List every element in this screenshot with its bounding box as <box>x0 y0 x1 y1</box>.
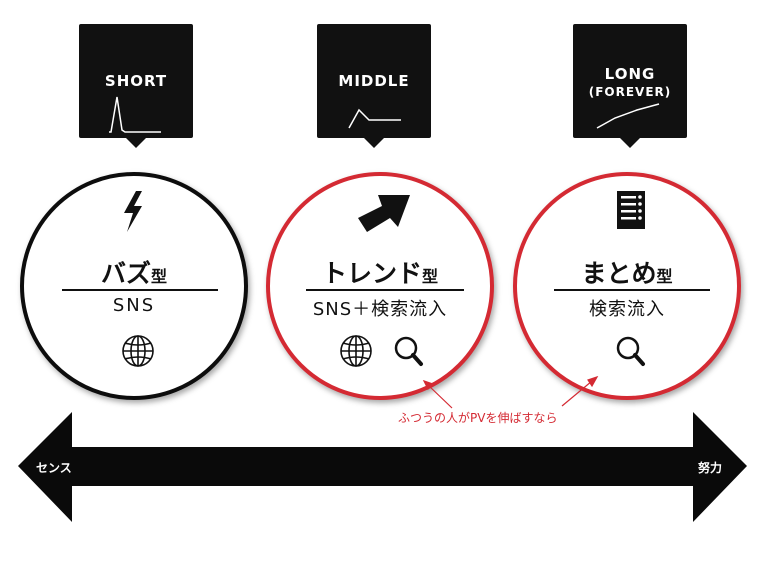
title-divider <box>554 289 710 291</box>
callout-middle: MIDDLE <box>317 24 431 148</box>
type-title-main: バズ <box>100 259 151 288</box>
type-circle-buzz: バズ型 SNS <box>20 172 248 400</box>
type-circle-summary: まとめ型 検索流入 <box>513 172 741 400</box>
type-title: まとめ型 <box>517 254 737 290</box>
axis-left-label: センス <box>36 461 72 475</box>
arrow-icon <box>358 195 410 232</box>
callout-long: LONG (FOREVER) <box>573 24 687 148</box>
magnifier-icon <box>394 336 423 366</box>
title-divider <box>306 289 464 291</box>
title-divider <box>62 289 218 291</box>
type-circle-trend: トレンド型 SNS＋検索流入 <box>266 172 494 400</box>
rise-sparkline-icon <box>596 103 660 129</box>
type-title: バズ型 <box>24 254 244 290</box>
callout-title: SHORT <box>104 72 168 90</box>
type-title-suffix: 型 <box>151 267 168 286</box>
annotation-text: ふつうの人がPVを伸ばすなら <box>398 411 558 425</box>
type-title-main: まとめ <box>581 259 657 288</box>
lightning-icon <box>124 191 142 232</box>
globe-icon <box>340 335 372 367</box>
magnifier-icon <box>616 336 645 366</box>
callout-title: MIDDLE <box>338 72 410 90</box>
callout-subtitle: (FOREVER) <box>588 85 672 99</box>
list-document-icon <box>617 191 645 229</box>
type-title: トレンド型 <box>270 254 490 290</box>
type-title-suffix: 型 <box>422 267 439 286</box>
axis-right-label: 努力 <box>698 461 723 475</box>
spike-sparkline-icon <box>109 96 161 133</box>
type-title-main: トレンド <box>321 259 422 288</box>
type-channel: 検索流入 <box>589 299 665 320</box>
rise-decline-sparkline-icon <box>348 108 401 129</box>
type-channel: SNS <box>112 295 156 316</box>
callout-title: LONG <box>604 65 656 83</box>
callout-short: SHORT <box>79 24 193 148</box>
globe-icon <box>122 335 154 367</box>
type-channel: SNS＋検索流入 <box>312 299 448 320</box>
type-title-suffix: 型 <box>656 267 673 286</box>
